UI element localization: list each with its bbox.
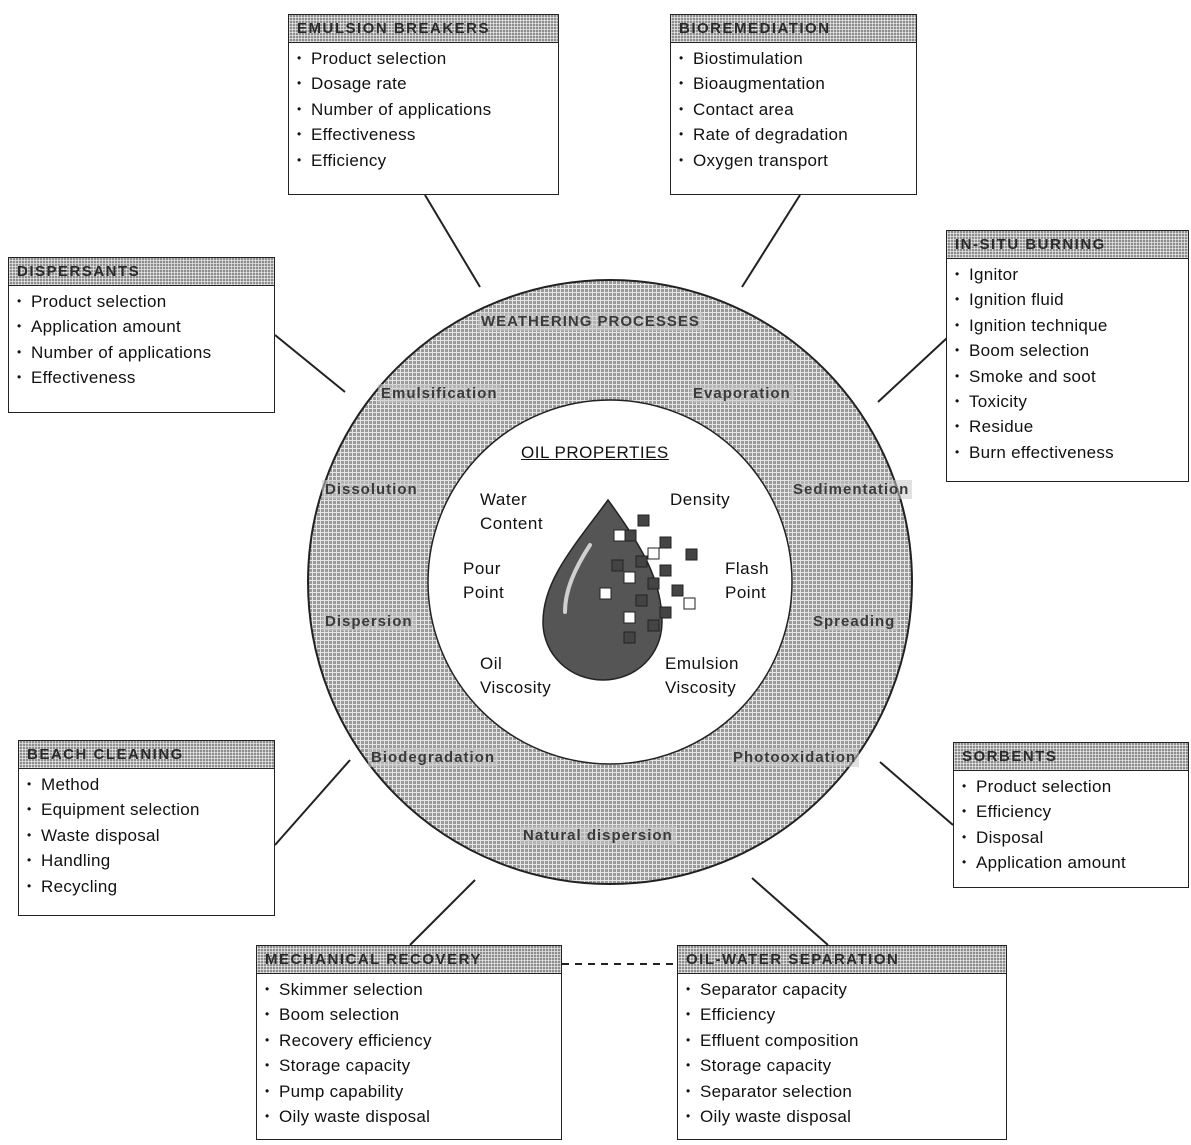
box-sorbents: SORBENTS Product selection Efficiency Di… (953, 742, 1189, 888)
list-item: Contact area (679, 97, 910, 122)
box-oil-water-separation: OIL-WATER SEPARATION Separator capacity … (677, 945, 1007, 1140)
list-item: Handling (27, 848, 268, 873)
oil-properties-title: OIL PROPERTIES (521, 443, 669, 462)
list-item: Waste disposal (27, 823, 268, 848)
list-item: Ignition fluid (955, 287, 1182, 312)
list-item: Disposal (962, 825, 1182, 850)
prop-oil-viscosity: Oil Viscosity (480, 654, 552, 697)
list-item: Boom selection (265, 1002, 555, 1027)
connector-sorbents (879, 761, 954, 826)
list-item: Boom selection (955, 338, 1182, 363)
ring-title: WEATHERING PROCESSES (478, 312, 703, 331)
list-item: Rate of degradation (679, 122, 910, 147)
connector-lines (274, 194, 954, 946)
list-item: Recycling (27, 874, 268, 899)
box-mechanical-recovery: MECHANICAL RECOVERY Skimmer selection Bo… (256, 945, 562, 1140)
list-item: Method (27, 772, 268, 797)
prop-emulsion-viscosity: Emulsion Viscosity (665, 654, 739, 697)
list-item: Number of applications (17, 340, 268, 365)
connector-beach-cleaning (274, 759, 351, 846)
process-photooxidation: Photooxidation (730, 748, 860, 767)
list-item: Separator selection (686, 1079, 1000, 1104)
list-item: Pump capability (265, 1079, 555, 1104)
prop-water-content: Water Content (480, 490, 544, 533)
list-item: Ignitor (955, 262, 1182, 287)
list-item: Product selection (962, 774, 1182, 799)
list-item: Dosage rate (297, 71, 552, 96)
list-item: Efficiency (686, 1002, 1000, 1027)
list-item: Residue (955, 414, 1182, 439)
list-item: Biostimulation (679, 46, 910, 71)
box-title: DISPERSANTS (9, 258, 274, 286)
list-item: Bioaugmentation (679, 71, 910, 96)
connector-dispersants (274, 334, 346, 393)
list-item: Application amount (17, 314, 268, 339)
connector-in-situ-burning (877, 337, 948, 403)
box-title: OIL-WATER SEPARATION (678, 946, 1006, 974)
list-item: Efficiency (962, 799, 1182, 824)
list-item: Oily waste disposal (265, 1104, 555, 1129)
box-title: BIOREMEDIATION (671, 15, 916, 43)
list-item: Effluent composition (686, 1028, 1000, 1053)
list-item: Toxicity (955, 389, 1182, 414)
box-title: IN-SITU BURNING (947, 231, 1188, 259)
list-item: Product selection (297, 46, 552, 71)
process-dispersion: Dispersion (322, 612, 416, 631)
list-item: Efficiency (297, 148, 552, 173)
connector-mechanical-recovery (409, 879, 476, 946)
box-title: BEACH CLEANING (19, 741, 274, 769)
list-item: Number of applications (297, 97, 552, 122)
box-title: MECHANICAL RECOVERY (257, 946, 561, 974)
pixel-squares (599, 514, 698, 644)
list-item: Recovery efficiency (265, 1028, 555, 1053)
box-emulsion-breakers: EMULSION BREAKERS Product selection Dosa… (288, 14, 559, 195)
list-item: Storage capacity (265, 1053, 555, 1078)
list-item: Effectiveness (17, 365, 268, 390)
process-evaporation: Evaporation (690, 384, 794, 403)
box-in-situ-burning: IN-SITU BURNING Ignitor Ignition fluid I… (946, 230, 1189, 482)
connector-oil-water-separation (751, 877, 829, 946)
list-item: Application amount (962, 850, 1182, 875)
box-bioremediation: BIOREMEDIATION Biostimulation Bioaugment… (670, 14, 917, 195)
process-biodegradation: Biodegradation (368, 748, 499, 767)
process-natural-dispersion: Natural dispersion (520, 826, 676, 845)
process-sedimentation: Sedimentation (790, 480, 913, 499)
process-spreading: Spreading (810, 612, 899, 631)
list-item: Oxygen transport (679, 148, 910, 173)
list-item: Oily waste disposal (686, 1104, 1000, 1129)
prop-density: Density (670, 490, 731, 509)
process-dissolution: Dissolution (322, 480, 421, 499)
prop-flash-point: Flash Point (725, 559, 770, 602)
connector-emulsion-breakers (424, 194, 481, 288)
list-item: Smoke and soot (955, 364, 1182, 389)
list-item: Burn effectiveness (955, 440, 1182, 465)
list-item: Separator capacity (686, 977, 1000, 1002)
box-beach-cleaning: BEACH CLEANING Method Equipment selectio… (18, 740, 275, 916)
list-item: Storage capacity (686, 1053, 1000, 1078)
list-item: Product selection (17, 289, 268, 314)
list-item: Ignition technique (955, 313, 1182, 338)
list-item: Effectiveness (297, 122, 552, 147)
connector-bioremediation (741, 194, 801, 288)
box-dispersants: DISPERSANTS Product selection Applicatio… (8, 257, 275, 413)
list-item: Equipment selection (27, 797, 268, 822)
box-title: EMULSION BREAKERS (289, 15, 558, 43)
list-item: Skimmer selection (265, 977, 555, 1002)
box-title: SORBENTS (954, 743, 1188, 771)
process-emulsification: Emulsification (378, 384, 501, 403)
prop-pour-point: Pour Point (463, 559, 505, 602)
